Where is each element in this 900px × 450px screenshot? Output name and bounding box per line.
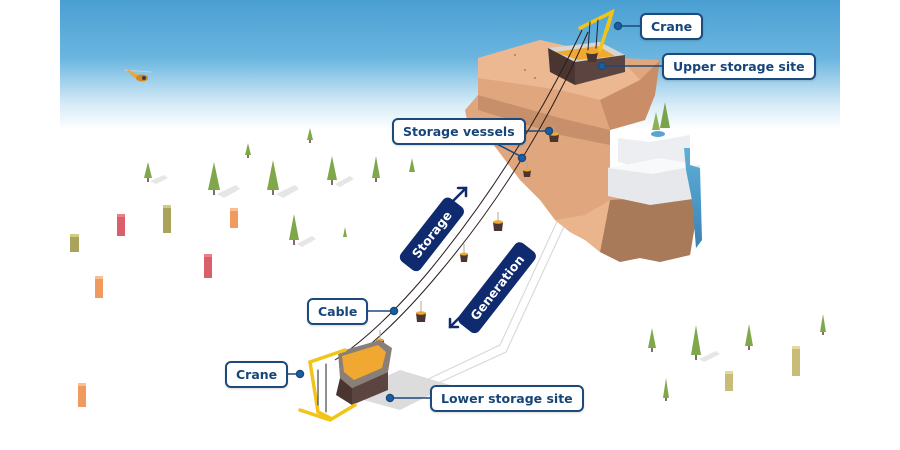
tree (289, 214, 316, 247)
column-tree (95, 276, 103, 298)
snowy-ledge (608, 102, 702, 248)
upper-crane (578, 8, 615, 52)
tree (245, 143, 251, 158)
label-upper-storage-site: Upper storage site (662, 53, 816, 80)
tree (267, 160, 299, 198)
forest-left (70, 128, 415, 407)
tree (745, 324, 753, 350)
label-crane-upper: Crane (640, 13, 704, 40)
column-tree (230, 208, 238, 228)
column-tree (117, 214, 125, 236)
tree (820, 314, 826, 335)
lower-crane (298, 348, 357, 422)
storage-vessel (549, 126, 559, 142)
label-connectors (275, 21, 662, 403)
tree (372, 156, 380, 182)
tree (648, 328, 656, 352)
storage-vessel (493, 212, 503, 231)
column-tree (163, 205, 171, 233)
pond (651, 131, 665, 137)
tree (409, 158, 415, 172)
label-cable: Cable (307, 298, 369, 325)
upper-crane-bucket (586, 50, 598, 62)
storage-vessel (416, 301, 426, 322)
waterfall (684, 148, 702, 248)
column-tree (204, 254, 212, 278)
tree (343, 227, 347, 237)
tree (327, 156, 354, 187)
column-tree (725, 371, 733, 391)
column-tree (70, 234, 79, 252)
storage-vessel (460, 244, 468, 262)
lower-storage-site (336, 340, 450, 410)
tree (691, 325, 720, 362)
tree (144, 162, 168, 184)
storage-arrow-icon (450, 186, 468, 204)
tree (208, 162, 240, 198)
label-crane-lower: Crane (225, 361, 289, 388)
tree (663, 378, 669, 401)
tree (307, 128, 313, 143)
helicopter-icon (123, 68, 153, 82)
label-lower-storage-site: Lower storage site (430, 385, 584, 412)
cable (334, 29, 589, 363)
forest-right (648, 314, 826, 401)
column-tree (78, 383, 86, 407)
storage-vessel (523, 162, 531, 177)
column-tree (792, 346, 800, 376)
label-storage-vessels: Storage vessels (392, 118, 526, 145)
